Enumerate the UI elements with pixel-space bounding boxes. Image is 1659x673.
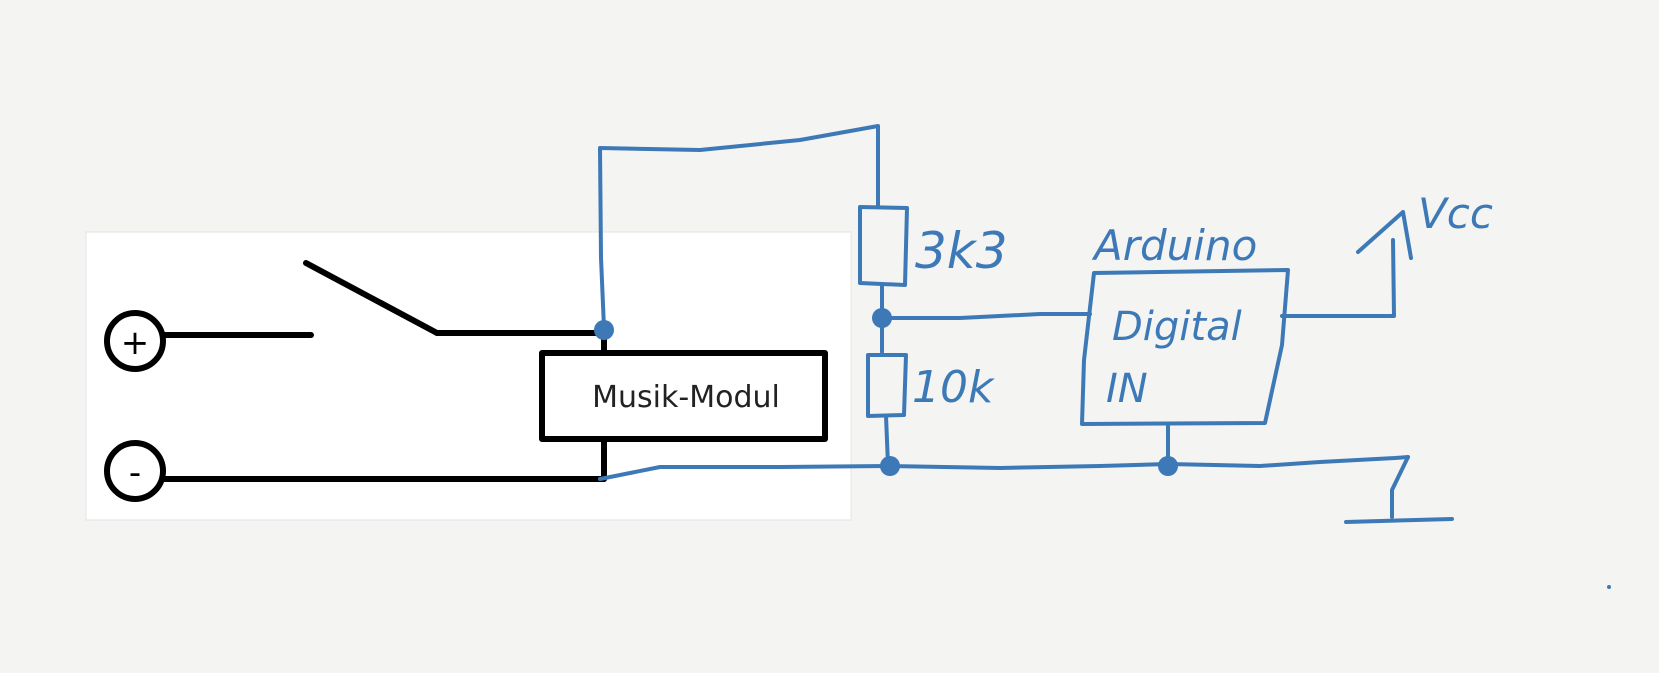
junction-dot-arduino-ground — [1158, 456, 1178, 476]
schematic-panel — [85, 231, 852, 521]
digital-pin-label: Digital — [1112, 304, 1242, 350]
minus-terminal: - — [104, 440, 166, 502]
resistor-10k — [866, 353, 908, 418]
musik-modul-label: Musik-Modul — [592, 380, 780, 415]
top-loop-wire — [598, 124, 880, 330]
junction-dot-ground — [880, 456, 900, 476]
switch-lever — [303, 260, 440, 336]
junction-dot-divider — [872, 308, 892, 328]
plus-terminal: + — [104, 310, 166, 372]
divider-to-arduino-wire — [880, 312, 1092, 320]
resistor-3k3-label: 3k3 — [915, 222, 1008, 280]
resistor-10k-label: 10k — [912, 362, 995, 413]
musik-modul-box — [539, 350, 828, 442]
ground-rail — [598, 455, 1410, 481]
arduino-box — [1080, 268, 1290, 426]
vcc-label: Vcc — [1418, 189, 1493, 238]
junction-dot-module-top — [594, 320, 614, 340]
arduino-label: Arduino — [1091, 221, 1257, 270]
resistor-3k3 — [858, 205, 909, 287]
arduino-vcc-wire — [1280, 238, 1396, 318]
ground-arrow — [1390, 455, 1410, 519]
plus-terminal-label: + — [121, 323, 150, 363]
minus-terminal-label: - — [129, 453, 141, 493]
stray-dot — [1607, 585, 1611, 589]
in-pin-label: IN — [1106, 366, 1148, 412]
vcc-arrow — [1356, 210, 1413, 260]
ground-line — [1344, 517, 1454, 524]
